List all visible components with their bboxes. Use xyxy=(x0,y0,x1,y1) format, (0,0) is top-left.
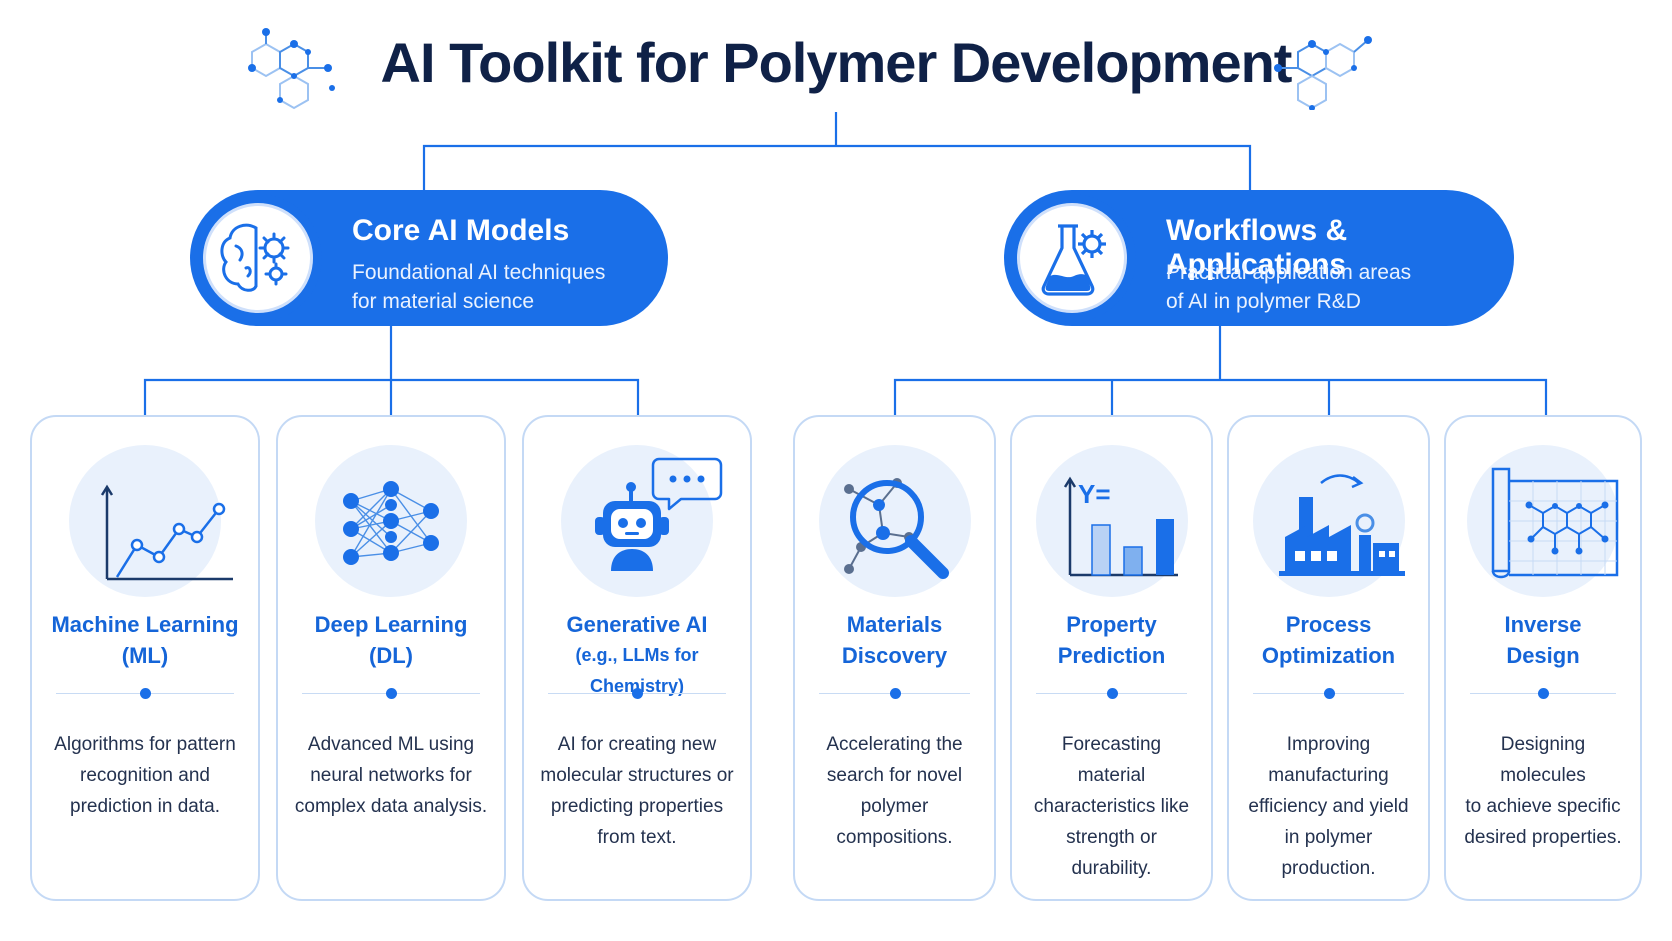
group-subtitle: Practical application areas of AI in pol… xyxy=(1166,258,1411,316)
card-description: Advanced ML using neural networks for co… xyxy=(292,729,490,822)
card-inverse-design: Inverse Design Designing molecules to ac… xyxy=(1444,415,1642,901)
molecule-decoration-right-icon xyxy=(1274,36,1372,110)
card-title: Property Prediction xyxy=(1018,609,1205,671)
card-title: Machine Learning (ML) xyxy=(38,609,252,671)
group-subtitle: Foundational AI techniques for material … xyxy=(352,258,605,316)
magnifier-molecule-icon xyxy=(843,478,949,579)
card-title-line: Process xyxy=(1285,612,1372,637)
divider-dot xyxy=(632,688,643,699)
group-title: Workflows & Applications xyxy=(1166,214,1348,281)
desc-line: desired properties. xyxy=(1464,827,1622,848)
card-description: Accelerating the search for novel polyme… xyxy=(809,729,980,853)
card-property-prediction: Y= Property Prediction Forecasting mater… xyxy=(1010,415,1213,901)
desc-line: to achieve specific xyxy=(1465,796,1621,817)
divider-dot xyxy=(140,688,151,699)
neural-network-icon xyxy=(343,481,439,565)
group-title: Core AI Models xyxy=(352,214,570,247)
card-title-line: Optimization xyxy=(1261,643,1396,668)
card-title: Process Optimization xyxy=(1235,609,1422,671)
card-machine-learning: Machine Learning (ML) Algorithms for pat… xyxy=(30,415,260,901)
card-title: Generative AI (e.g., LLMs for Chemistry) xyxy=(530,609,744,702)
blueprint-molecule-icon xyxy=(1491,467,1619,579)
desc-line: molecular structures or xyxy=(540,765,734,786)
card-description: AI for creating new molecular structures… xyxy=(538,729,736,853)
equation-label: Y= xyxy=(1078,479,1111,509)
bar-chart-equation-icon: Y= xyxy=(1063,476,1178,577)
desc-line: AI for creating new xyxy=(557,734,717,755)
group-subtitle-line: of AI in polymer R&D xyxy=(1166,290,1361,313)
card-title-line: Prediction xyxy=(1057,643,1166,668)
page-title: AI Toolkit for Polymer Development xyxy=(380,31,1293,94)
workflows-applications-header: Workflows & Applications Practical appli… xyxy=(1004,190,1514,326)
card-title-line: Discovery xyxy=(841,643,948,668)
desc-line: polymer xyxy=(860,796,929,817)
card-materials-discovery: Materials Discovery Accelerating the sea… xyxy=(793,415,996,901)
desc-line: production. xyxy=(1281,858,1376,879)
desc-line: characteristics like xyxy=(1033,796,1190,817)
card-title: Inverse Design xyxy=(1452,609,1634,671)
desc-line: neural networks for xyxy=(310,765,472,786)
desc-line: efficiency and yield xyxy=(1248,796,1409,817)
desc-line: Forecasting material xyxy=(1061,734,1162,786)
card-title-line: (ML) xyxy=(121,643,169,668)
card-description: Forecasting material characteristics lik… xyxy=(1026,729,1197,884)
card-title-line: (DL) xyxy=(369,643,413,668)
divider-dot xyxy=(386,688,397,699)
card-title-line: Inverse xyxy=(1504,612,1582,637)
card-description: Improving manufacturing efficiency and y… xyxy=(1243,729,1414,884)
divider-dot xyxy=(1538,688,1549,699)
desc-line: Advanced ML using xyxy=(307,734,475,755)
card-title-line: Design xyxy=(1506,643,1580,668)
desc-line: manufacturing xyxy=(1268,765,1389,786)
desc-line: search for novel xyxy=(826,765,963,786)
card-title-line: Deep Learning xyxy=(314,612,468,637)
desc-line: compositions. xyxy=(836,827,953,848)
group-subtitle-line: for material science xyxy=(352,290,535,313)
group-subtitle-line: Foundational AI techniques xyxy=(352,261,606,284)
divider-dot xyxy=(1106,688,1118,699)
desc-line: complex data analysis. xyxy=(294,796,488,817)
card-title-line: Materials xyxy=(846,612,943,637)
desc-line: recognition and xyxy=(80,765,210,786)
icon-background xyxy=(69,445,221,597)
divider-dot xyxy=(1323,688,1335,699)
line-chart-icon xyxy=(100,484,233,581)
card-description: Designing molecules to achieve specific … xyxy=(1460,729,1626,853)
desc-line: from text. xyxy=(597,827,677,848)
card-title-line: (e.g., LLMs for Chemistry) xyxy=(575,645,699,696)
desc-line: durability. xyxy=(1071,858,1152,879)
card-deep-learning: Deep Learning (DL) Advanced ML using neu… xyxy=(276,415,506,901)
card-title-line: Property xyxy=(1066,612,1157,637)
molecule-decoration-left-icon xyxy=(248,28,335,110)
card-title-line: Generative AI xyxy=(566,612,708,637)
desc-line: Designing molecules xyxy=(1500,734,1586,786)
factory-icon xyxy=(1278,474,1405,576)
desc-line: Improving xyxy=(1286,734,1371,755)
card-title: Materials Discovery xyxy=(801,609,988,671)
robot-chat-icon xyxy=(595,457,723,571)
divider-dot xyxy=(889,688,901,699)
card-description: Algorithms for pattern recognition and p… xyxy=(46,729,244,822)
desc-line: Accelerating the xyxy=(826,734,963,755)
core-ai-models-header: Core AI Models Foundational AI technique… xyxy=(190,190,668,326)
card-title: Deep Learning (DL) xyxy=(284,609,498,671)
desc-line: predicting properties xyxy=(550,796,724,817)
desc-line: strength or xyxy=(1066,827,1157,848)
desc-line: in polymer xyxy=(1284,827,1373,848)
group-subtitle-line: Practical application areas xyxy=(1166,261,1412,284)
card-generative-ai: Generative AI (e.g., LLMs for Chemistry)… xyxy=(522,415,752,901)
card-title-line: Machine Learning xyxy=(51,612,239,637)
desc-line: prediction in data. xyxy=(70,796,220,817)
desc-line: Algorithms for pattern xyxy=(54,734,236,755)
brain-gear-icon xyxy=(194,194,322,322)
flask-gear-icon xyxy=(1008,194,1136,322)
card-process-optimization: Process Optimization Improving manufactu… xyxy=(1227,415,1430,901)
